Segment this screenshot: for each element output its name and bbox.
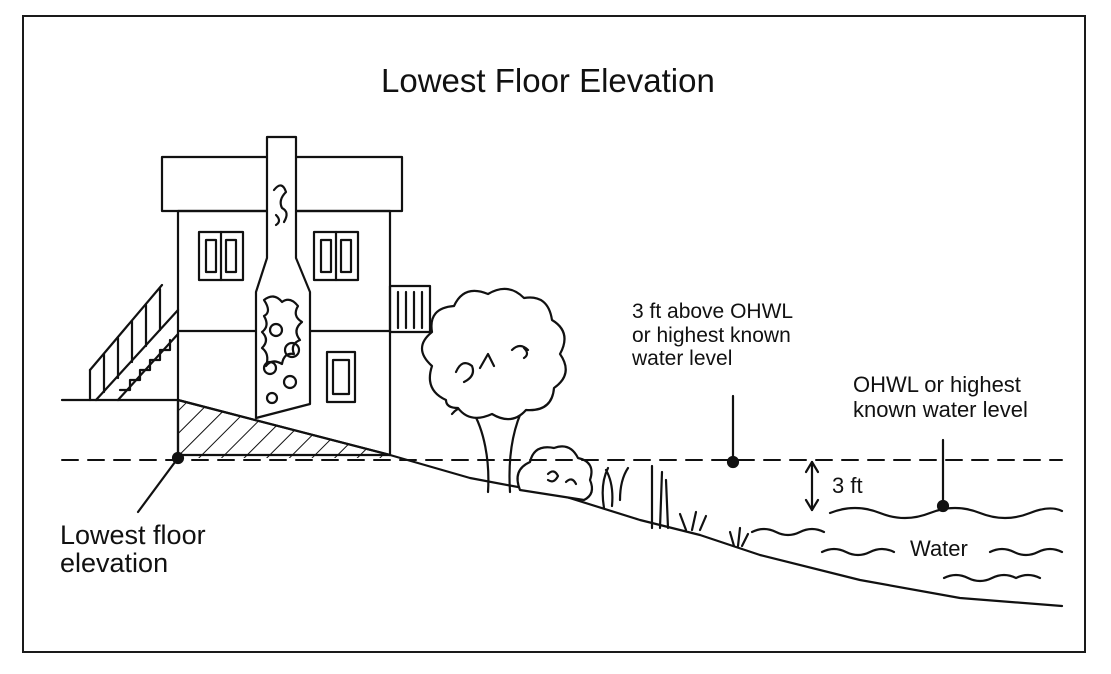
three-ft-above-label-line-1: 3 ft above OHWL <box>632 300 794 323</box>
lowest-floor-label-line-2: elevation <box>60 548 169 579</box>
water-label: Water <box>910 536 968 561</box>
lowest-floor-leader <box>136 456 180 514</box>
reeds <box>601 464 750 548</box>
ohwl-label: OHWL or highest known water level <box>853 372 1028 423</box>
three-ft-above-label: 3 ft above OHWL or highest known water l… <box>632 300 793 371</box>
tree <box>420 287 567 494</box>
three-ft-above-label-line-2: or highest known <box>632 323 791 347</box>
three-ft-above-label-line-3: water level <box>632 347 733 371</box>
ohwl-label-line-1: OHWL or highest <box>853 372 1021 397</box>
offset-label: 3 ft <box>832 473 863 498</box>
chimney <box>254 135 312 420</box>
ohwl-label-line-2: known water level <box>853 397 1028 423</box>
diagram-title: Lowest Floor Elevation <box>381 62 715 99</box>
shrub <box>516 445 594 502</box>
lowest-floor-label: Lowest floor elevation <box>60 521 206 578</box>
three-ft-dimension <box>804 460 820 512</box>
lowest-floor-label-line-1: Lowest floor <box>60 520 206 550</box>
water-waves <box>750 506 1064 583</box>
stairs <box>88 283 180 402</box>
